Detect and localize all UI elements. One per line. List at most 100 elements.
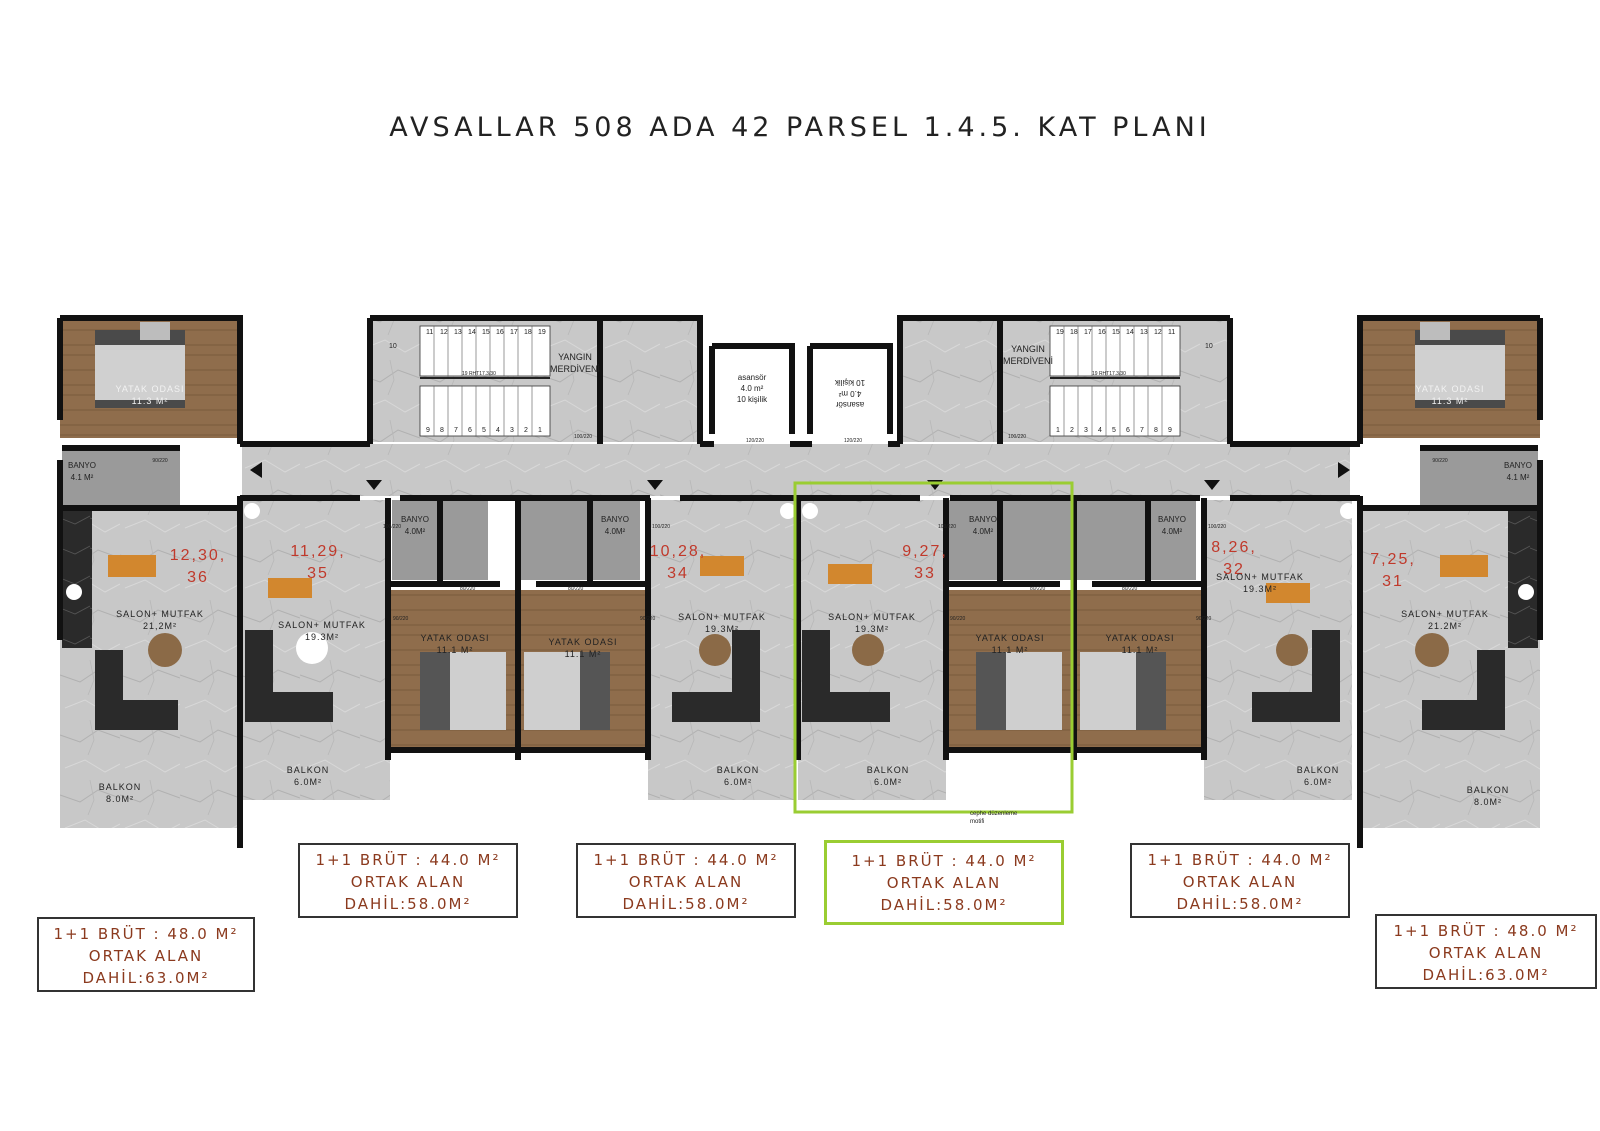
step-number: 8 (1154, 427, 1158, 434)
door-code: 90/220 (640, 616, 656, 622)
room-area: 4.1 M² (71, 473, 94, 482)
unit-number: 11,29, (290, 543, 345, 560)
step-number: 15 (1112, 329, 1120, 336)
balcony-label: BALKON (867, 765, 910, 775)
step-number: 1 (538, 427, 542, 434)
unit5-bath-floor (1076, 500, 1196, 580)
bedroom-label: YATAK ODASI (548, 637, 617, 647)
salon-label: SALON+ MUTFAK (278, 620, 366, 630)
bath-label: BANYO (601, 515, 629, 524)
bed-icon (524, 652, 610, 730)
salon-area: 21.2M² (1428, 621, 1462, 631)
selected-unit-highlight (793, 481, 1074, 814)
door-code: 80/220 (1030, 586, 1046, 592)
step-number: 5 (1112, 427, 1116, 434)
salon-area: 19.3M² (855, 624, 889, 634)
unit6-balcony-floor (1360, 648, 1540, 828)
elevator-left-floor (714, 348, 790, 432)
bed-icon (420, 652, 506, 730)
salon-area: 19.3M² (705, 624, 739, 634)
bedroom-area: 11.1 M² (437, 645, 474, 655)
area-common-label: ORTAK ALAN (1182, 873, 1298, 891)
door-code: 80/220 (568, 586, 584, 592)
step-number: 18 (1070, 329, 1078, 336)
stair-label-line2: MERDİVENİ (550, 364, 600, 374)
door-code: 100/220 (938, 524, 956, 530)
salon-area: 19.3M² (1243, 584, 1277, 594)
stair-left-steps: 11 12 13 14 15 16 17 18 19 9 8 7 6 5 4 3… (389, 329, 600, 440)
stair-left (419, 325, 551, 437)
elevator-label: asansör (835, 400, 864, 409)
balcony-area: 6.0M² (294, 777, 322, 787)
salon-label: SALON+ MUTFAK (828, 612, 916, 622)
step-number: 9 (1168, 427, 1172, 434)
step-number: 19 (1056, 329, 1064, 336)
step-number: 3 (1084, 427, 1088, 434)
step-number: 14 (1126, 329, 1134, 336)
unit3-balcony-floor (648, 740, 796, 800)
bedroom-label: YATAK ODASI (420, 633, 489, 643)
bedroom-area: 11.1 M² (565, 649, 602, 659)
dining-table-icon (108, 555, 1488, 603)
area-total: DAHİL:58.0M² (344, 895, 472, 913)
room-label: BANYO (1504, 461, 1532, 470)
step-number: 9 (426, 427, 430, 434)
balcony-area: 6.0M² (1304, 777, 1332, 787)
elevator-capacity: 10 kişilik (737, 395, 768, 404)
unit-number: 31 (1382, 573, 1404, 590)
area-box: 1+1 BRÜT : 44.0 M² ORTAK ALAN DAHİL:58.0… (298, 843, 518, 918)
step-number: 4 (1098, 427, 1102, 434)
unit1-kitchen (62, 510, 92, 650)
step-number: 16 (496, 329, 504, 336)
bed-icon (1415, 322, 1505, 408)
door-code: 100/220 (652, 524, 670, 530)
salon-label: SALON+ MUTFAK (678, 612, 766, 622)
right-bath-floor (1420, 448, 1538, 508)
facade-note: cephe düzenleme (970, 811, 1018, 817)
step-number: 17 (510, 329, 518, 336)
area-total: DAHİL:63.0M² (82, 969, 210, 987)
stair-label-line1: YANGIN (558, 352, 592, 362)
stair-door-code: 100/220 (574, 434, 592, 440)
bath-label: BANYO (969, 515, 997, 524)
elevator-area: 4.0 m² (741, 384, 764, 393)
balcony-area: 6.0M² (874, 777, 902, 787)
area-total: DAHİL:58.0M² (1176, 895, 1304, 913)
door-code: 80/220 (460, 586, 476, 592)
step-number: 4 (496, 427, 500, 434)
area-gross: 1+1 BRÜT : 44.0 M² (851, 852, 1037, 870)
left-bath-floor (62, 448, 180, 508)
elevator-door-code: 120/220 (844, 438, 862, 444)
salon-label: SALON+ MUTFAK (1401, 609, 1489, 619)
column-icon (66, 503, 1534, 600)
step-number: 2 (524, 427, 528, 434)
bedroom-label: YATAK ODASI (1105, 633, 1174, 643)
area-total: DAHİL:58.0M² (622, 895, 750, 913)
step-number: 6 (1126, 427, 1130, 434)
unit4-bath-floor (948, 500, 1072, 580)
area-common-label: ORTAK ALAN (350, 873, 466, 891)
step-number: 8 (440, 427, 444, 434)
bath-area: 4.0M² (405, 527, 426, 536)
balcony-label: BALKON (1297, 765, 1340, 775)
step-number: 16 (1098, 329, 1106, 336)
step-number: 17 (1084, 329, 1092, 336)
bedroom-label: YATAK ODASI (975, 633, 1044, 643)
step-number: 19 (538, 329, 546, 336)
door-code: 90/220 (950, 616, 966, 622)
area-gross: 1+1 BRÜT : 48.0 M² (1393, 922, 1579, 940)
area-common-label: ORTAK ALAN (1428, 944, 1544, 962)
bath-label: BANYO (401, 515, 429, 524)
unit-number: 33 (914, 565, 936, 582)
door-code: 100/220 (1208, 524, 1226, 530)
salon-area: 19.3M² (305, 632, 339, 642)
door-code: 100/220 (383, 524, 401, 530)
coffee-table-icon (148, 633, 1449, 667)
elevator-right: asansör 4.0 m² 10 kişilik 120/220 (834, 378, 865, 444)
area-gross: 1+1 BRÜT : 48.0 M² (53, 925, 239, 943)
unit2-balcony-floor (242, 740, 390, 800)
area-box: 1+1 BRÜT : 48.0 M² ORTAK ALAN DAHİL:63.0… (1375, 914, 1597, 989)
unit6-kitchen (1508, 510, 1538, 650)
step-number: 11 (1168, 329, 1175, 336)
door-code: 90/220 (393, 616, 409, 622)
